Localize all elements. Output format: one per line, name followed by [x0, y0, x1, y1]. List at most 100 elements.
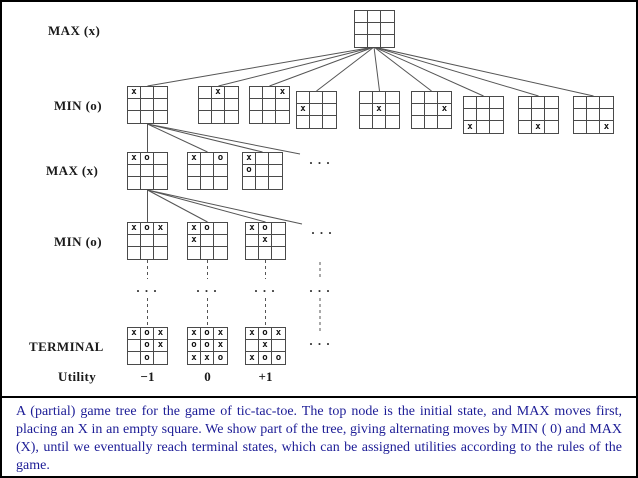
board-cell — [272, 340, 285, 352]
board-ply1-3: x — [249, 86, 290, 124]
board-cell — [188, 247, 201, 259]
board-cell — [154, 111, 167, 123]
ellipsis-ply2: . . . — [309, 152, 331, 167]
board-cell — [368, 11, 381, 23]
board-cell — [464, 109, 477, 121]
board-root — [354, 10, 395, 48]
board-cell — [128, 235, 141, 247]
board-cell: x — [276, 87, 289, 99]
board-cell — [212, 111, 225, 123]
board-cell: o — [188, 340, 201, 352]
board-cell — [412, 116, 425, 128]
board-cell: x — [188, 153, 201, 165]
board-cell: o — [259, 223, 272, 235]
board-cell — [477, 121, 490, 133]
board-cell: o — [141, 153, 154, 165]
board-cell — [141, 111, 154, 123]
board-cell — [323, 116, 336, 128]
board-cell — [154, 165, 167, 177]
board-cell — [587, 97, 600, 109]
board-cell: x — [246, 223, 259, 235]
board-cell: o — [201, 223, 214, 235]
board-cell — [256, 165, 269, 177]
board-cell — [386, 116, 399, 128]
board-cell — [128, 352, 141, 364]
board-cell — [128, 99, 141, 111]
board-cell: o — [275, 352, 282, 363]
board-cell: o — [201, 328, 214, 340]
board-cell: o — [141, 223, 154, 235]
board-cell — [600, 97, 613, 109]
board-cell: x — [128, 223, 141, 235]
level-label-terminal: TERMINAL — [29, 339, 104, 354]
board-cell — [373, 116, 386, 128]
board-cell — [519, 121, 532, 133]
level-label-min-2: MIN (o) — [54, 234, 102, 249]
level-label-max-2: MAX (x) — [46, 163, 99, 178]
board-cell — [128, 177, 141, 189]
game-tree-diagram: MAX (x) MIN (o) MAX (x) MIN (o) TERMINAL… — [2, 2, 636, 398]
board-cell — [243, 177, 256, 189]
board-cell: x — [188, 235, 201, 247]
board-cell — [201, 235, 214, 247]
board-cell: x — [154, 328, 167, 340]
board-cell — [154, 352, 167, 364]
board-cell — [600, 109, 613, 121]
board-cell: x — [532, 121, 545, 133]
board-cell — [256, 153, 269, 165]
board-cell — [263, 99, 276, 111]
board-cell — [141, 235, 154, 247]
board-ply1-8: x — [518, 96, 559, 134]
board-cell — [201, 165, 214, 177]
board-cell — [276, 111, 289, 123]
board-cell — [154, 235, 167, 247]
board-cell — [214, 223, 227, 235]
board-cell — [246, 235, 259, 247]
board-cell: x — [214, 328, 227, 340]
board-cell — [188, 177, 201, 189]
board-cell — [154, 87, 167, 99]
board-cell — [310, 116, 323, 128]
board-cell — [412, 104, 425, 116]
board-cell — [201, 153, 214, 165]
board-cell — [141, 165, 154, 177]
board-cell — [141, 99, 154, 111]
board-cell: o — [259, 328, 272, 340]
board-cell — [201, 247, 214, 259]
board-cell — [276, 99, 289, 111]
board-cell — [425, 92, 438, 104]
utility-value-1: −1 — [140, 369, 155, 384]
figure-caption: A (partial) game tree for the game of ti… — [16, 404, 622, 473]
board-cell — [154, 99, 167, 111]
board-cell — [381, 35, 394, 47]
board-cell: o — [214, 153, 227, 165]
board-cell — [199, 87, 212, 99]
board-cell — [360, 116, 373, 128]
board-cell — [225, 99, 238, 111]
board-cell: x — [188, 328, 201, 340]
board-cell — [154, 247, 167, 259]
board-cell — [199, 111, 212, 123]
board-cell — [199, 99, 212, 111]
board-cell: o — [141, 340, 154, 352]
board-cell — [259, 247, 272, 259]
board-cell — [269, 165, 282, 177]
board-cell — [438, 116, 451, 128]
board-cell: x — [259, 340, 272, 352]
board-cell: x — [438, 104, 451, 116]
board-cell — [263, 87, 276, 99]
board-cell — [477, 109, 490, 121]
board-cell — [355, 23, 368, 35]
board-cell — [355, 35, 368, 47]
board-cell — [532, 109, 545, 121]
board-cell: x — [243, 153, 256, 165]
board-cell — [425, 104, 438, 116]
board-cell — [323, 104, 336, 116]
board-cell — [310, 92, 323, 104]
board-cell — [128, 111, 141, 123]
ellipsis-mid-4: . . . — [309, 280, 331, 295]
board-cell — [574, 97, 587, 109]
